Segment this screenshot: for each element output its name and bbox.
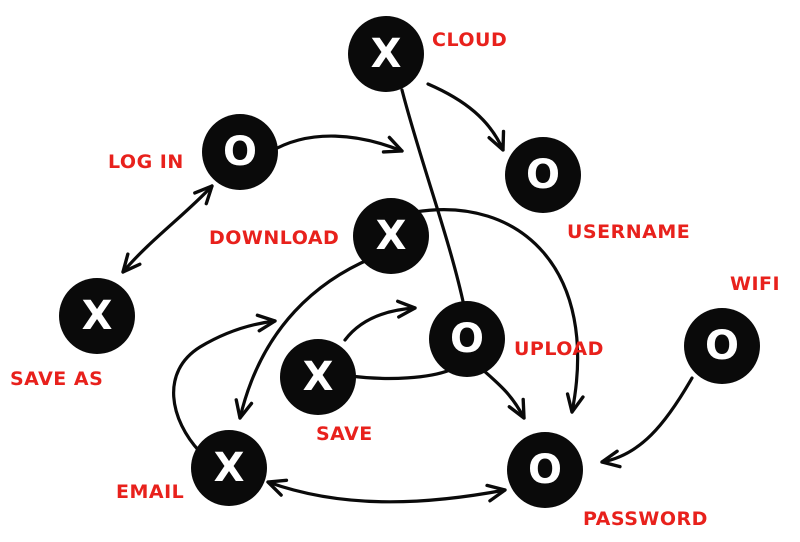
node-save: X SAVE — [280, 339, 373, 445]
node-upload-circle — [429, 301, 505, 377]
node-username-label: USERNAME — [567, 221, 690, 243]
edge-wifi-to-password — [600, 376, 694, 469]
node-log-in-label: LOG IN — [108, 151, 184, 173]
x-mark-icon: X — [376, 213, 407, 259]
edge-download-to-password — [413, 208, 585, 414]
edge-save-upward-arrow — [343, 299, 417, 342]
edge-cloud-to-username — [426, 82, 506, 152]
nodes-layer: X CLOUD O USERNAME O LOG IN X DOWNLOAD X… — [10, 16, 780, 530]
node-wifi-label: WIFI — [730, 273, 780, 295]
node-download: X DOWNLOAD — [209, 198, 429, 274]
edge-download-to-email — [234, 256, 374, 420]
x-mark-icon: X — [214, 445, 245, 491]
node-save-as: X SAVE AS — [10, 278, 135, 390]
x-mark-icon: X — [371, 31, 402, 77]
node-cloud-circle — [348, 16, 424, 92]
node-username-circle — [505, 137, 581, 213]
node-password: O PASSWORD — [507, 432, 708, 530]
node-password-label: PASSWORD — [583, 508, 708, 530]
node-cloud: X CLOUD — [348, 16, 507, 92]
node-download-label: DOWNLOAD — [209, 227, 339, 249]
edge-log-in-save-as — [121, 184, 214, 274]
node-upload-label: UPLOAD — [514, 338, 604, 360]
edge-log-in-to-cloud — [268, 134, 404, 154]
o-mark-icon: O — [526, 152, 560, 198]
edge-upload-to-password — [481, 368, 526, 420]
node-save-label: SAVE — [316, 423, 373, 445]
node-wifi-circle — [684, 308, 760, 384]
node-cloud-label: CLOUD — [432, 29, 507, 51]
o-mark-icon: O — [705, 323, 739, 369]
edge-email-password — [266, 478, 507, 504]
node-password-circle — [507, 432, 583, 508]
edge-save-to-upload — [348, 368, 452, 381]
x-mark-icon: X — [82, 293, 113, 339]
x-mark-icon: X — [303, 354, 334, 400]
node-upload: O UPLOAD — [429, 301, 604, 377]
node-email-label: EMAIL — [116, 481, 184, 503]
node-save-as-circle — [59, 278, 135, 354]
node-wifi: O WIFI — [684, 273, 780, 384]
node-log-in-circle — [202, 114, 278, 190]
o-mark-icon: O — [223, 129, 257, 175]
edge-email-to-save — [172, 313, 277, 454]
node-email-circle — [191, 430, 267, 506]
node-save-circle — [280, 339, 356, 415]
o-mark-icon: O — [528, 447, 562, 493]
node-email: X EMAIL — [116, 430, 267, 506]
node-username: O USERNAME — [505, 137, 690, 243]
edges-layer — [121, 82, 694, 504]
edge-cloud-to-upload — [400, 88, 466, 308]
o-mark-icon: O — [450, 316, 484, 362]
node-log-in: O LOG IN — [108, 114, 278, 190]
node-save-as-label: SAVE AS — [10, 368, 103, 390]
node-download-circle — [353, 198, 429, 274]
